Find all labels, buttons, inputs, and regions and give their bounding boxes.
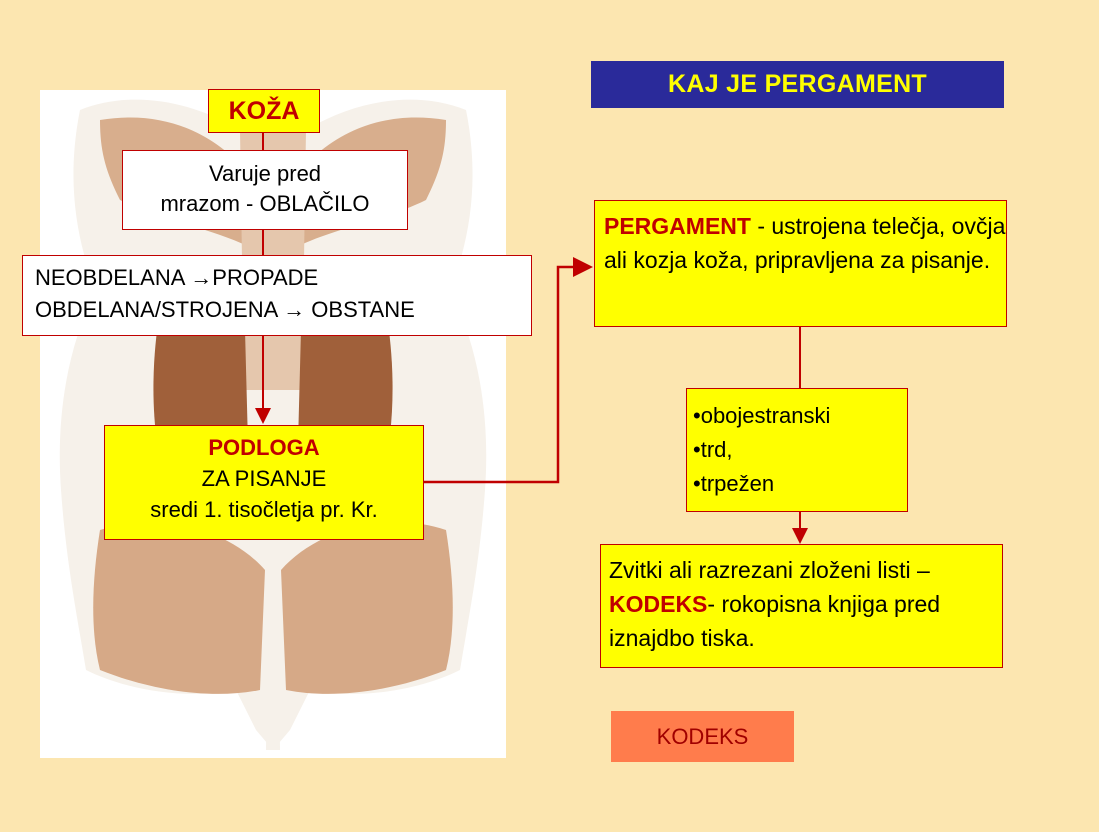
zvitki-text-after: - rokopisna knjiga pred iznajdbo tiska.: [609, 591, 941, 651]
obdelava-line-1: NEOBDELANA →PROPADE: [35, 265, 319, 290]
kodeks-keyword: KODEKS: [609, 591, 708, 617]
property-item: •obojestranski: [693, 403, 831, 428]
kodeks-button[interactable]: KODEKS: [611, 711, 794, 762]
koza-box: KOŽA: [208, 89, 320, 133]
pergament-definition: - ustrojena telečja, ovčja ali kozja kož…: [604, 213, 1006, 273]
slide-title: KAJ JE PERGAMENT: [591, 61, 1004, 108]
varuje-box: Varuje pred mrazom - OBLAČILO: [122, 150, 408, 230]
podloga-line-3: sredi 1. tisočletja pr. Kr.: [150, 497, 378, 522]
podloga-keyword: PODLOGA: [208, 435, 320, 460]
pergament-keyword: PERGAMENT: [604, 213, 751, 239]
zvitki-text-before: Zvitki ali razrezani zloženi listi –: [609, 557, 930, 583]
properties-box: •obojestranski •trd, •trpežen: [686, 388, 908, 512]
varuje-line-2: mrazom - OBLAČILO: [160, 191, 370, 216]
obdelava-box: NEOBDELANA →PROPADE OBDELANA/STROJENA → …: [22, 255, 532, 336]
varuje-line-1: Varuje pred: [208, 161, 322, 186]
obdelava-line-2: OBDELANA/STROJENA → OBSTANE: [35, 297, 415, 322]
property-item: •trd,: [693, 437, 733, 462]
kodeks-description-box: Zvitki ali razrezani zloženi listi – KOD…: [600, 544, 1003, 668]
podloga-line-2: ZA PISANJE: [201, 466, 327, 491]
pergament-box: PERGAMENT - ustrojena telečja, ovčja ali…: [594, 200, 1007, 327]
podloga-box: PODLOGA ZA PISANJE sredi 1. tisočletja p…: [104, 425, 424, 540]
property-item: •trpežen: [693, 471, 775, 496]
